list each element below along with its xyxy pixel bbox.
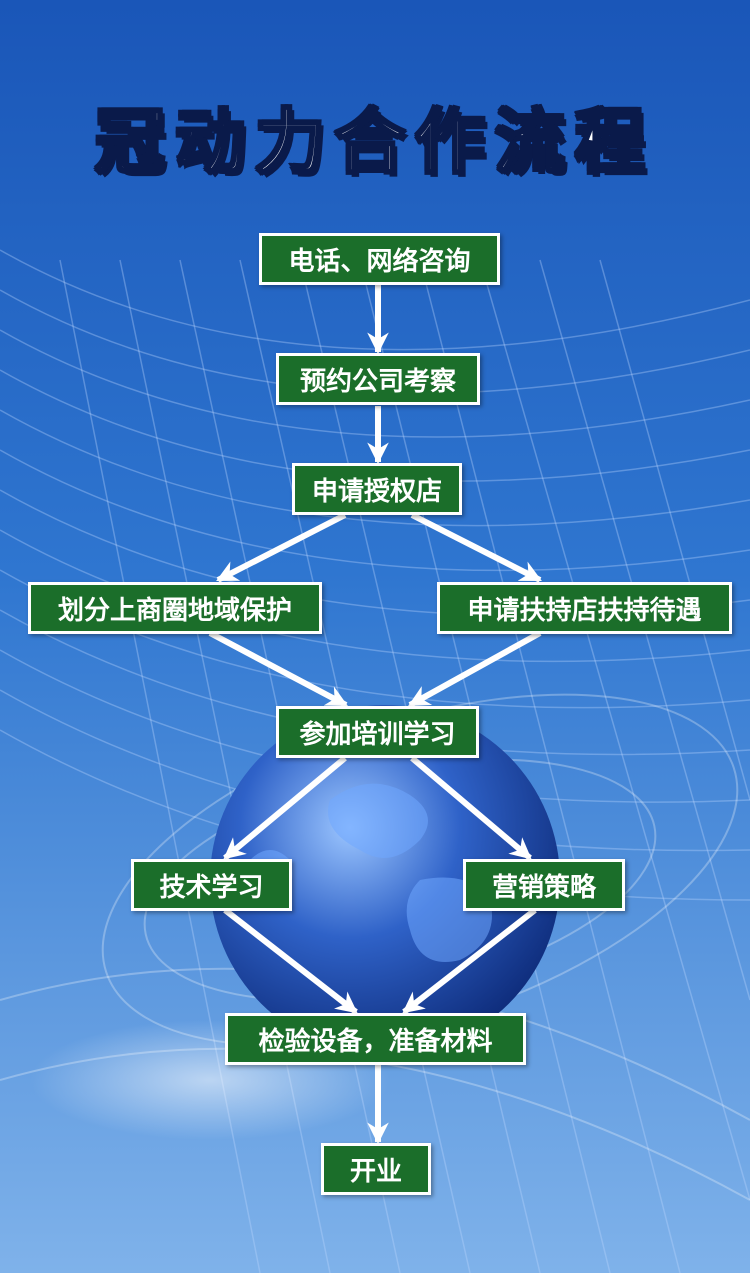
arrow-apply-support (410, 512, 542, 583)
step-tech: 技术学习 (131, 859, 292, 911)
step-training: 参加培训学习 (276, 706, 479, 758)
step-apply: 申请授权店 (292, 463, 462, 515)
arrow-training-tech (223, 755, 347, 861)
step-marketing: 营销策略 (463, 859, 625, 911)
arrow-marketing-prepare (402, 907, 537, 1015)
step-prepare: 检验设备，准备材料 (225, 1013, 526, 1065)
arrow-training-marketing (410, 755, 532, 861)
page-title: 冠动力合作流程 (94, 100, 655, 185)
arrow-territory-training (208, 630, 348, 708)
step-visit: 预约公司考察 (276, 353, 480, 405)
step-territory: 划分上商圈地域保护 (28, 582, 322, 634)
step-consult: 电话、网络咨询 (259, 233, 500, 285)
arrow-tech-prepare (223, 907, 358, 1015)
step-support: 申请扶持店扶持待遇 (437, 582, 732, 634)
arrow-apply-territory (216, 512, 347, 583)
arrow-support-training (408, 630, 542, 708)
step-open: 开业 (321, 1143, 431, 1195)
